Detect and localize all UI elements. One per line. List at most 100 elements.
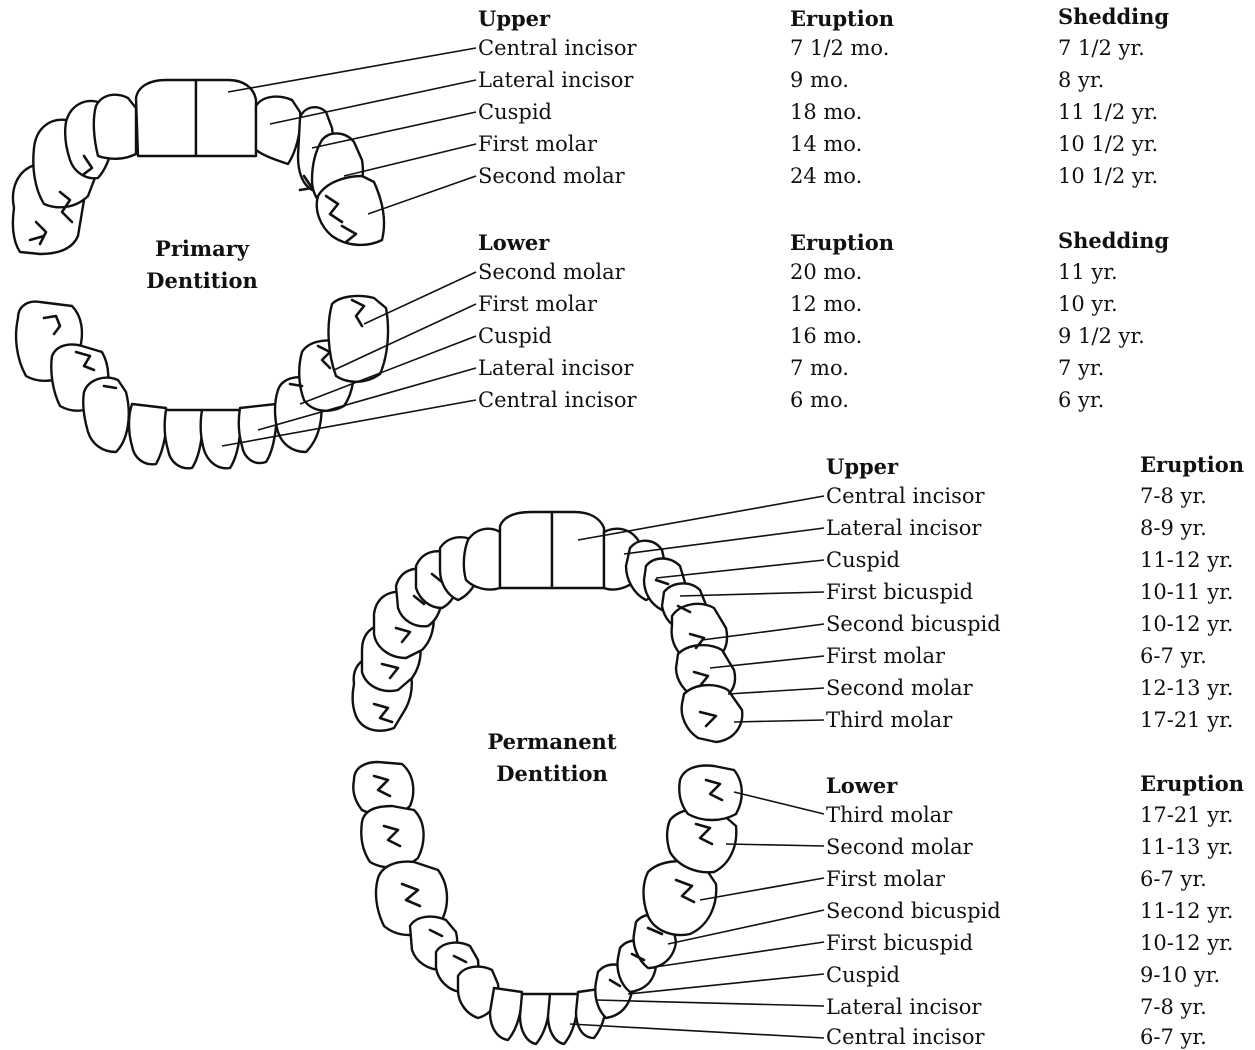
- tooth-name: Third molar: [826, 710, 952, 731]
- eruption-value: 18 mo.: [790, 102, 862, 123]
- eruption-value: 16 mo.: [790, 326, 862, 347]
- leader-line: [700, 878, 824, 900]
- leader-line: [364, 272, 476, 324]
- primary-dentition-label: Primary: [122, 238, 282, 259]
- eruption-value: 11-12 yr.: [1140, 901, 1234, 922]
- permanent-dentition-label: Permanent: [472, 731, 632, 752]
- eruption-value: 6-7 yr.: [1140, 869, 1207, 890]
- primary-upper-right-second-molar: [317, 176, 384, 245]
- permanent-lower-right-central-incisor: [548, 994, 578, 1044]
- shedding-value: 11 yr.: [1058, 262, 1118, 283]
- tooth-name: First molar: [478, 134, 597, 155]
- permanent-upper-right-central-incisor: [552, 512, 604, 588]
- shedding-value: 11 1/2 yr.: [1058, 102, 1158, 123]
- eruption-value: 7-8 yr.: [1140, 997, 1207, 1018]
- tooth-name: Cuspid: [478, 102, 552, 123]
- primary-upper-left-lateral-incisor: [94, 95, 136, 159]
- shedding-value: 9 1/2 yr.: [1058, 326, 1145, 347]
- tooth-name: First molar: [826, 869, 945, 890]
- tooth-name: Second bicuspid: [826, 614, 1001, 635]
- eruption-value: 6 mo.: [790, 390, 849, 411]
- eruption-value: 17-21 yr.: [1140, 805, 1234, 826]
- leader-line: [368, 176, 476, 214]
- eruption-value: 7 mo.: [790, 358, 849, 379]
- primary-upper-shedding-header: Shedding: [1058, 6, 1169, 27]
- tooth-name: Second bicuspid: [826, 901, 1001, 922]
- tooth-name: First bicuspid: [826, 933, 973, 954]
- primary-upper-right-central-incisor: [196, 80, 256, 156]
- tooth-name: Second molar: [826, 678, 973, 699]
- eruption-value: 10-11 yr.: [1140, 582, 1234, 603]
- eruption-value: 7 1/2 mo.: [790, 38, 889, 59]
- permanent-upper-left-central-incisor: [500, 512, 552, 588]
- eruption-value: 12-13 yr.: [1140, 678, 1234, 699]
- primary-lower-left-central-incisor: [165, 410, 203, 468]
- leader-line: [570, 1024, 824, 1038]
- tooth-name: Lateral incisor: [826, 518, 981, 539]
- leader-line: [726, 844, 824, 846]
- leader-line: [228, 48, 476, 92]
- primary-upper-eruption-header: Eruption: [790, 8, 894, 29]
- tooth-name: First molar: [478, 294, 597, 315]
- tooth-name: Lateral incisor: [478, 70, 633, 91]
- tooth-name: First bicuspid: [826, 582, 973, 603]
- eruption-value: 6-7 yr.: [1140, 1027, 1207, 1048]
- primary-upper-left-central-incisor: [136, 80, 196, 156]
- permanent-lower-left-lateral-incisor: [490, 988, 522, 1040]
- permanent-lower-left-central-incisor: [520, 994, 550, 1044]
- tooth-name: Cuspid: [826, 965, 900, 986]
- primary-upper-arch: [13, 80, 384, 254]
- primary-lower-right-central-incisor: [201, 410, 241, 468]
- tooth-name: Second molar: [478, 166, 625, 187]
- primary-upper-heading: Upper: [478, 8, 550, 29]
- permanent-upper-eruption-header: Eruption: [1140, 454, 1244, 475]
- eruption-value: 9-10 yr.: [1140, 965, 1220, 986]
- primary-lower-shedding-header: Shedding: [1058, 230, 1169, 251]
- primary-lower-left-cuspid: [83, 378, 129, 452]
- leader-line: [628, 974, 824, 994]
- tooth-name: Lateral incisor: [826, 997, 981, 1018]
- eruption-value: 12 mo.: [790, 294, 862, 315]
- shedding-value: 10 1/2 yr.: [1058, 166, 1158, 187]
- tooth-name: Second molar: [478, 262, 625, 283]
- tooth-name: Central incisor: [478, 38, 637, 59]
- primary-lower-right-lateral-incisor: [239, 404, 277, 463]
- eruption-value: 14 mo.: [790, 134, 862, 155]
- permanent-upper-heading: Upper: [826, 456, 898, 477]
- eruption-value: 6-7 yr.: [1140, 646, 1207, 667]
- shedding-value: 10 1/2 yr.: [1058, 134, 1158, 155]
- eruption-value: 10-12 yr.: [1140, 614, 1234, 635]
- eruption-value: 11-13 yr.: [1140, 837, 1234, 858]
- primary-dentition-label: Dentition: [122, 270, 282, 291]
- tooth-name: Cuspid: [478, 326, 552, 347]
- eruption-value: 11-12 yr.: [1140, 550, 1234, 571]
- primary-lower-arch: [16, 296, 388, 468]
- permanent-upper-left-lateral-incisor: [464, 529, 500, 590]
- leader-line: [596, 1000, 824, 1006]
- permanent-lower-heading: Lower: [826, 775, 897, 796]
- permanent-lower-eruption-header: Eruption: [1140, 773, 1244, 794]
- leader-line: [734, 720, 824, 722]
- tooth-name: Cuspid: [826, 550, 900, 571]
- leader-line: [270, 80, 476, 124]
- leader-line: [312, 112, 476, 148]
- eruption-value: 9 mo.: [790, 70, 849, 91]
- primary-lower-eruption-header: Eruption: [790, 232, 894, 253]
- leader-line: [734, 792, 824, 814]
- primary-lower-left-lateral-incisor: [129, 404, 167, 464]
- eruption-value: 20 mo.: [790, 262, 862, 283]
- permanent-dentition-label: Dentition: [472, 763, 632, 784]
- tooth-name: Second molar: [826, 837, 973, 858]
- tooth-name: Central incisor: [826, 1027, 985, 1048]
- shedding-value: 7 1/2 yr.: [1058, 38, 1145, 59]
- tooth-name: Third molar: [826, 805, 952, 826]
- tooth-name: Central incisor: [478, 390, 637, 411]
- leader-line: [344, 144, 476, 176]
- shedding-value: 6 yr.: [1058, 390, 1104, 411]
- eruption-value: 7-8 yr.: [1140, 486, 1207, 507]
- eruption-value: 17-21 yr.: [1140, 710, 1234, 731]
- leader-line: [624, 528, 824, 554]
- shedding-value: 7 yr.: [1058, 358, 1104, 379]
